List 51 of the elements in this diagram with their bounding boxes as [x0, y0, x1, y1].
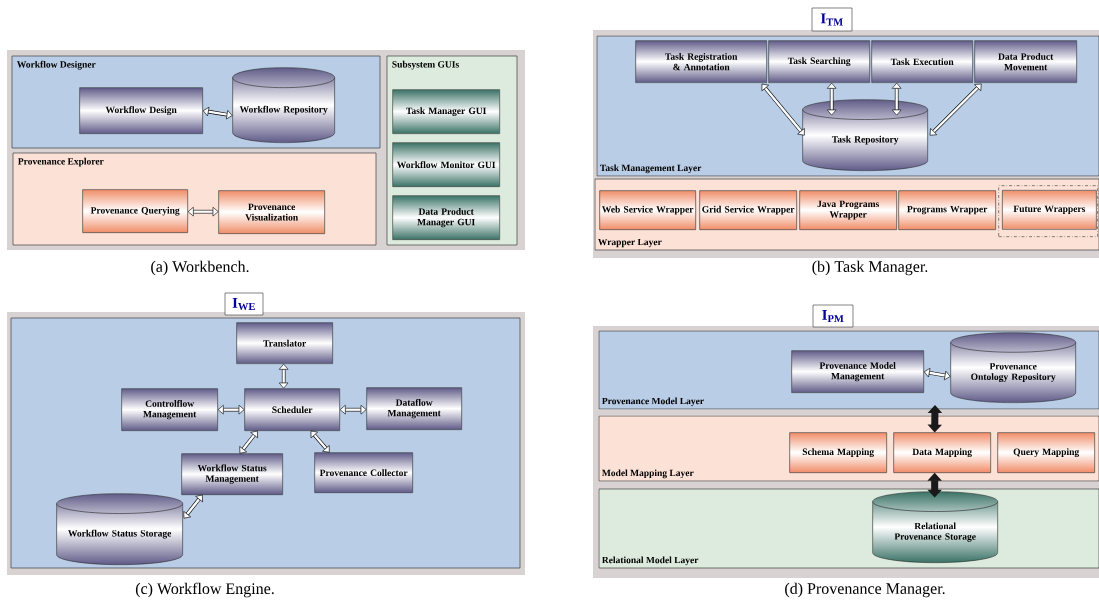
component-box: Future Wrappers	[1002, 190, 1097, 230]
component-box: Web Service Wrapper	[599, 190, 696, 230]
component-box: Grid Service Wrapper	[699, 190, 797, 230]
component-box: Data Product Movement	[974, 40, 1077, 83]
double-arrow	[239, 430, 258, 454]
component-box: Workflow Monitor GUI	[392, 142, 500, 187]
double-arrow	[929, 83, 982, 136]
dashed-frame	[998, 185, 1098, 237]
component-box: Provenance Collector	[314, 452, 413, 493]
double-arrow	[183, 494, 203, 519]
database-cylinder: Provenance Ontology Repository	[950, 332, 1076, 403]
interface-label: I$_{WE}$	[224, 292, 264, 316]
subfigure-caption: (a) Workbench.	[151, 260, 249, 276]
double-arrow	[339, 404, 367, 415]
database-cylinder: Task Repository	[802, 99, 928, 171]
double-arrow	[278, 363, 289, 389]
component-box: Task Registration & Annotation	[635, 40, 767, 83]
component-box: Workflow Status Management	[181, 453, 283, 495]
component-box: Data Product Manager GUI	[392, 195, 500, 240]
component-box: Translator	[236, 322, 333, 364]
component-box: Task Execution	[871, 40, 973, 83]
database-cylinder: Workflow Status Storage	[56, 493, 183, 565]
component-box: Data Mapping	[893, 432, 991, 473]
component-box: Workflow Design	[79, 87, 203, 134]
component-box: Provenance Model Management	[791, 350, 924, 393]
double-arrow	[923, 368, 951, 381]
component-box: Provenance Visualization	[218, 190, 325, 234]
subfigure-caption: (b) Task Manager.	[812, 260, 928, 276]
component-box: Dataflow Management	[366, 387, 462, 430]
double-arrow	[202, 106, 233, 120]
component-box: Task Searching	[768, 40, 870, 83]
component-box: Programs Wrapper	[898, 190, 996, 230]
subfigure-caption: (d) Provenance Manager.	[785, 582, 945, 598]
component-box: Java Programs Wrapper	[799, 190, 897, 230]
double-arrow	[761, 83, 805, 136]
component-box: Schema Mapping	[789, 432, 887, 473]
component-box: Task Manager GUI	[392, 89, 500, 134]
component-box: Query Mapping	[997, 432, 1095, 473]
database-cylinder: Workflow Repository	[232, 67, 335, 143]
interface-label: I$_{TM}$	[811, 7, 853, 32]
double-arrow	[310, 430, 330, 453]
double-arrow	[187, 206, 219, 217]
component-box: Provenance Querying	[82, 189, 188, 233]
double-arrow	[891, 82, 902, 116]
double-arrow	[217, 404, 245, 415]
component-box: Controlflow Management	[121, 388, 218, 431]
double-arrow	[826, 82, 837, 116]
subfigure-caption: (c) Workflow Engine.	[135, 582, 274, 598]
interface-label: I$_{PM}$	[812, 304, 854, 328]
database-cylinder: Relational Provenance Storage	[872, 491, 998, 563]
component-box: Scheduler	[244, 388, 340, 431]
